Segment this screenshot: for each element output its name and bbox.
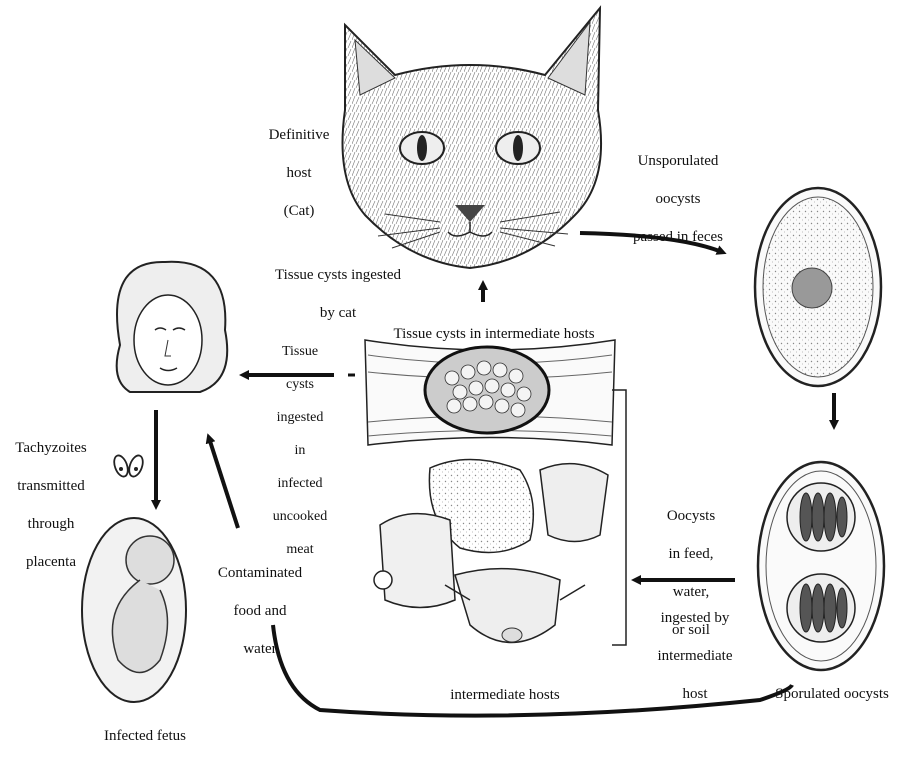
ingested-by-label-line-2: intermediate [640, 647, 750, 666]
meat-label-line-4: in [260, 443, 340, 460]
cat-label: Definitive host (Cat) [244, 107, 354, 240]
unsporulated-label: Unsporulated oocysts passed in feces [608, 133, 748, 266]
cat-head-icon [343, 8, 602, 268]
ingested-by-label-line-3: host [640, 685, 750, 704]
fetus-text: Infected fetus [80, 727, 210, 746]
ingested-by-label: ingested by intermediate host [640, 590, 750, 723]
oocysts-feed-label-line-2: in feed, [648, 545, 734, 564]
tissue-cysts-intermediate-text: Tissue cysts in intermediate hosts [364, 325, 624, 344]
unsporulated-label-line-3: passed in feces [608, 228, 748, 247]
ingested-by-label-line-1: ingested by [640, 609, 750, 628]
intermediate-hosts-bracket [612, 390, 626, 645]
meat-label-line-3: ingested [260, 410, 340, 427]
meat-label-line-2: cysts [260, 377, 340, 394]
human-woman-icon [117, 262, 228, 392]
unsporulated-label-line-1: Unsporulated [608, 152, 748, 171]
sporulated-oocyst-icon [758, 462, 884, 670]
contaminated-label: Contaminated food and water [200, 545, 320, 678]
tachyzoites-label-line-3: through [0, 515, 102, 534]
tachyzoites-label: Tachyzoites transmitted through placenta [0, 420, 102, 591]
toxoplasma-life-cycle-diagram: Definitive host (Cat) Unsporulated oocys… [0, 0, 913, 734]
meat-label-line-1: Tissue [260, 344, 340, 361]
tachyzoites-icon [112, 454, 146, 479]
tissue-cysts-intermediate-label: Tissue cysts in intermediate hosts [364, 306, 624, 363]
meat-label-line-6: uncooked [260, 509, 340, 526]
unsporulated-oocyst-icon [755, 188, 881, 386]
meat-label-line-5: infected [260, 476, 340, 493]
tachyzoites-label-line-2: transmitted [0, 477, 102, 496]
contaminated-label-line-1: Contaminated [200, 564, 320, 583]
diagram-artwork [0, 0, 913, 734]
cat-label-line-3: (Cat) [244, 202, 354, 221]
tissue-cysts-meat-label: Tissue cysts ingested in infected uncook… [260, 327, 340, 575]
cat-label-line-2: host [244, 164, 354, 183]
tissue-cysts-cat-label-line-1: Tissue cysts ingested [243, 266, 433, 285]
farm-animals-icon [374, 459, 608, 642]
arrow-food-to-human [209, 438, 238, 528]
contaminated-label-line-2: food and [200, 602, 320, 621]
oocysts-feed-label-line-1: Oocysts [648, 507, 734, 526]
intermediate-hosts-text: intermediate hosts [420, 686, 590, 705]
tachyzoites-label-line-4: placenta [0, 553, 102, 572]
sporulated-text: Sporulated oocysts [752, 685, 912, 704]
cat-label-line-1: Definitive [244, 126, 354, 145]
unsporulated-label-line-2: oocysts [608, 190, 748, 209]
sporulated-label: Sporulated oocysts [752, 666, 912, 723]
intermediate-hosts-label: intermediate hosts [420, 667, 590, 724]
contaminated-label-line-3: water [200, 640, 320, 659]
tachyzoites-label-line-1: Tachyzoites [0, 439, 102, 458]
fetus-label: Infected fetus [80, 708, 210, 765]
